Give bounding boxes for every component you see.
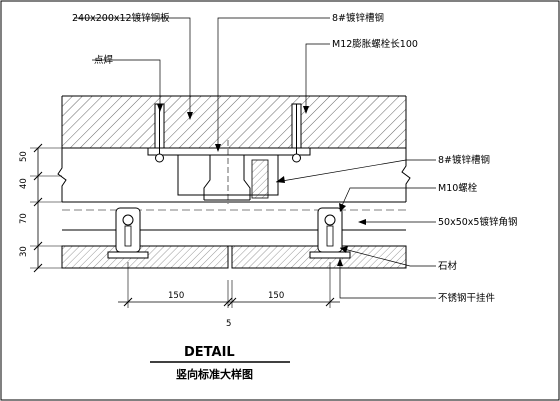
label-channel-top: 8#镀锌槽钢 <box>332 12 384 24</box>
dim-50: 50 <box>19 151 29 162</box>
m10-bolt-right <box>309 207 351 259</box>
leader-arrows <box>157 104 366 266</box>
label-steel-plate: 240x200x12镀锌钢板 <box>72 12 170 24</box>
angle-steel-band <box>62 201 406 247</box>
label-bolt-m12: M12膨胀螺栓长100 <box>332 38 418 50</box>
label-spot-weld: 点焊 <box>94 54 114 66</box>
concrete-wall <box>57 95 411 202</box>
anchor-bolt-left <box>154 103 165 163</box>
label-channel-right: 8#镀锌槽钢 <box>438 154 490 166</box>
channel-steel <box>177 140 279 204</box>
detail-title: DETAIL <box>184 345 235 360</box>
leader-lines <box>74 17 436 299</box>
bottom-dimension-chain <box>118 262 340 308</box>
label-bolt-m10: M10螺栓 <box>438 182 478 194</box>
dim-150-left: 150 <box>168 291 184 301</box>
label-stainless-pin: 不锈钢干挂件 <box>438 292 496 304</box>
anchor-bolt-right <box>291 103 302 163</box>
dim-70: 70 <box>19 213 29 224</box>
label-angle-steel: 50x50x5镀锌角钢 <box>438 216 517 228</box>
dim-5: 5 <box>226 319 231 329</box>
dim-30: 30 <box>19 246 29 257</box>
label-stone: 石材 <box>438 260 458 272</box>
steel-plate <box>147 147 311 156</box>
detail-subtitle: 竖向标准大样图 <box>176 367 253 381</box>
m10-bolt-left <box>107 207 149 259</box>
dim-150-right: 150 <box>268 291 284 301</box>
dim-40: 40 <box>19 178 29 189</box>
left-dimension-chain <box>30 143 62 273</box>
